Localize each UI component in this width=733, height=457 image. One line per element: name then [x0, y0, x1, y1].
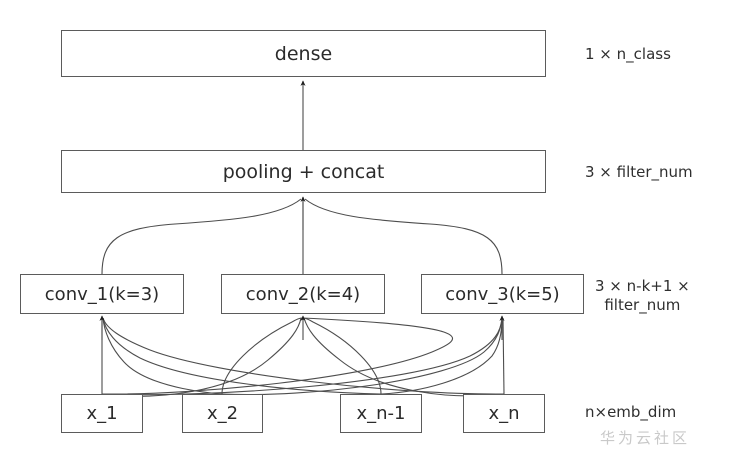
edge-x2-to-conv2 [221, 317, 303, 395]
edge-x1-to-conv2 [101, 317, 453, 395]
input-box-x-1-label: x_1 [86, 403, 118, 424]
layer-box-conv-2[interactable]: conv_2(k=4) [221, 274, 385, 314]
annotation-conv-shape: 3 × n-k+1 × filter_num [595, 277, 690, 314]
layer-box-dense[interactable]: dense [61, 30, 546, 77]
edge-xn1-to-conv3 [380, 317, 503, 395]
layer-box-conv-3[interactable]: conv_3(k=5) [421, 274, 584, 314]
input-box-x-1[interactable]: x_1 [61, 394, 143, 433]
input-box-x-n-minus-1[interactable]: x_n-1 [340, 394, 422, 433]
edge-x2-to-conv3 [221, 317, 503, 396]
annotation-pooling-shape: 3 × filter_num [585, 163, 693, 181]
edge-xn-to-conv3 [502, 317, 505, 395]
layer-box-conv-3-label: conv_3(k=5) [445, 283, 560, 305]
input-box-x-n[interactable]: x_n [463, 394, 545, 433]
watermark-text: 华为云社区 [600, 429, 691, 447]
edge-xn-to-conv1 [102, 317, 505, 395]
layer-box-conv-1-label: conv_1(k=3) [44, 283, 160, 305]
annotation-input-shape: n×emb_dim [585, 403, 677, 421]
edge-conv3-to-pooling [304, 198, 503, 275]
input-box-x-2[interactable]: x_2 [182, 394, 263, 433]
layer-box-pooling-concat[interactable]: pooling + concat [61, 150, 546, 193]
input-box-x-2-label: x_2 [206, 403, 239, 424]
input-box-x-n-minus-1-label: x_n-1 [356, 403, 406, 424]
edge-xn1-to-conv1 [102, 317, 382, 395]
annotation-dense-shape: 1 × n_class [585, 45, 671, 63]
edge-x1b-to-conv2 [101, 317, 302, 397]
layer-box-conv-2-label: conv_2(k=4) [245, 283, 361, 305]
input-box-x-n-label: x_n [488, 403, 520, 424]
edge-xn1-to-conv2 [302, 317, 382, 395]
edge-conv1-to-pooling [101, 198, 302, 275]
edge-x2-to-conv1 [102, 317, 223, 395]
layer-box-conv-1[interactable]: conv_1(k=3) [20, 274, 184, 314]
layer-box-pooling-concat-label: pooling + concat [222, 160, 385, 183]
layer-box-dense-label: dense [274, 42, 333, 65]
